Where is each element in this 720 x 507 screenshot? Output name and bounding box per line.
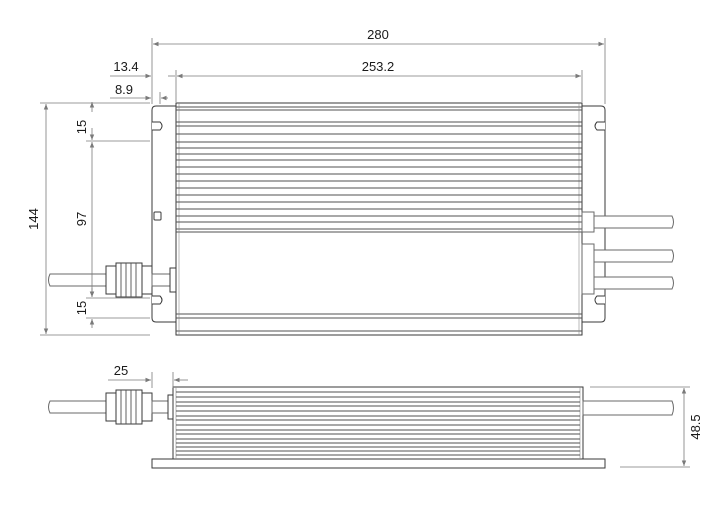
side-output-cable xyxy=(582,400,674,416)
dim-body-length: 253.2 xyxy=(362,59,395,74)
side-fins xyxy=(176,391,580,456)
dimension-labels: 280 253.2 13.4 8.9 144 15 97 15 25 48.5 xyxy=(26,27,703,440)
dimension-lines xyxy=(40,38,690,468)
housing-body xyxy=(175,102,583,336)
side-housing xyxy=(172,386,584,460)
dim-overall-height: 144 xyxy=(26,208,41,230)
dim-overall-length: 280 xyxy=(367,27,389,42)
dim-slot-bottom: 15 xyxy=(74,301,89,315)
dim-slot-spacing: 97 xyxy=(74,212,89,226)
dim-slot-top: 15 xyxy=(74,120,89,134)
dim-body-height: 48.5 xyxy=(688,414,703,439)
output-cables xyxy=(581,211,674,295)
housing-fins xyxy=(176,121,582,223)
side-base-flange xyxy=(151,458,606,469)
dim-connector-length: 25 xyxy=(114,363,128,378)
dim-mounting-offset: 13.4 xyxy=(113,59,138,74)
side-view xyxy=(48,386,674,469)
top-view xyxy=(48,102,674,336)
dim-slot-offset: 8.9 xyxy=(115,82,133,97)
side-input-connector xyxy=(48,389,174,425)
